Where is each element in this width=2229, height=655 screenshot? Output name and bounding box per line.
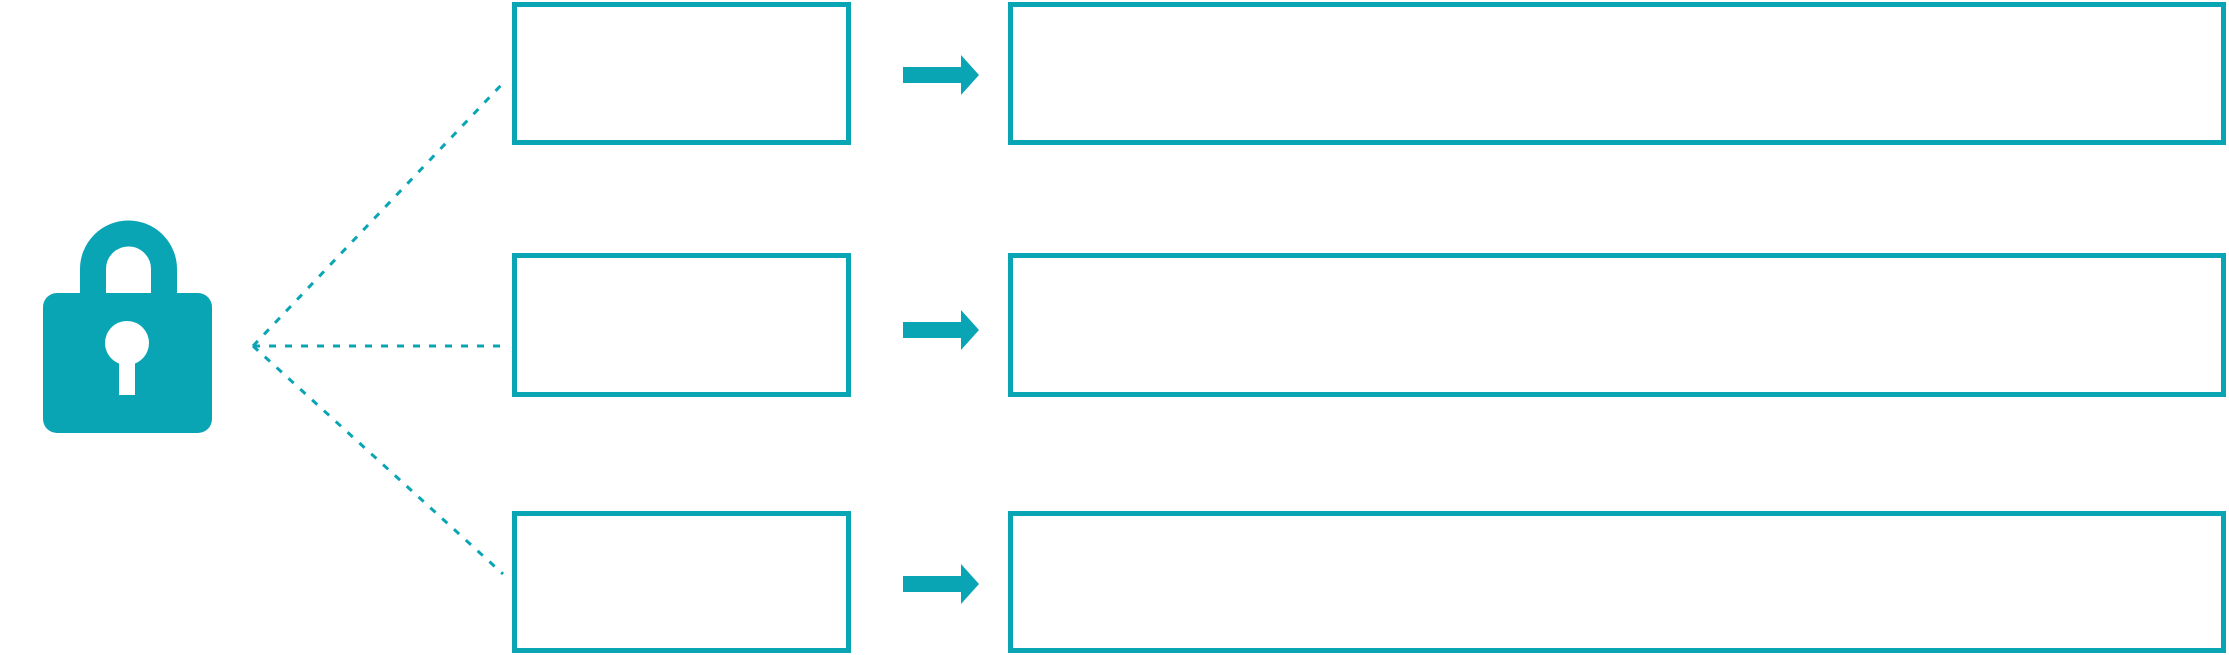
dashed-connector-top: [251, 79, 507, 348]
source-box-3: [512, 511, 851, 653]
source-box-2: [512, 253, 851, 397]
lock-shackle: [80, 220, 177, 305]
lock-icon: [43, 220, 212, 435]
arrow-right-icon: [903, 564, 979, 604]
target-box-2: [1008, 253, 2226, 397]
source-box-1: [512, 2, 851, 145]
arrow-right-icon: [903, 310, 979, 350]
target-box-3: [1008, 511, 2226, 653]
target-box-1: [1008, 2, 2226, 145]
dashed-connector-bottom: [251, 344, 505, 576]
keyhole-stem: [119, 343, 135, 395]
arrow-right-icon: [903, 55, 979, 95]
